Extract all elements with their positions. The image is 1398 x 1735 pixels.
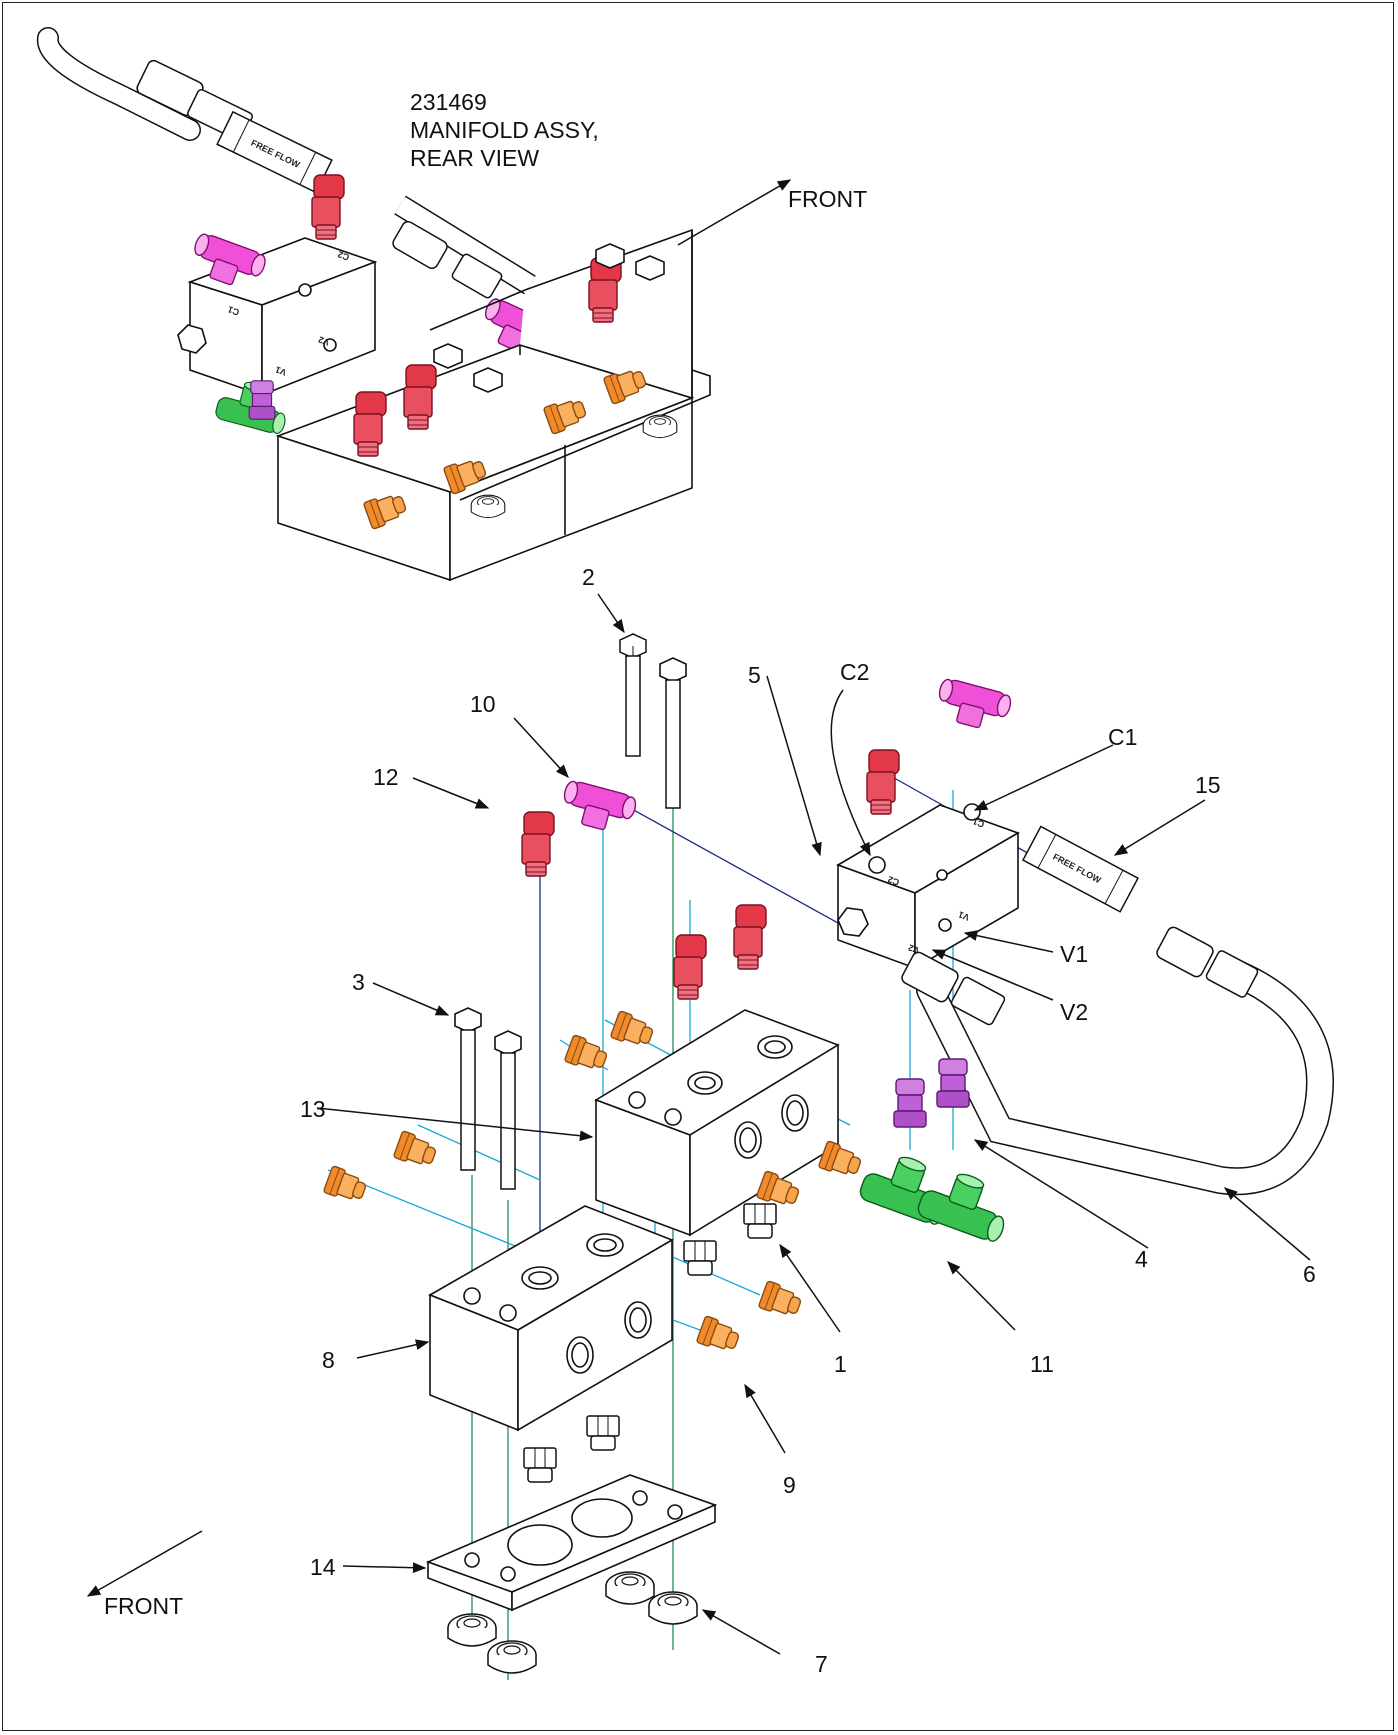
assembly-title-line2: MANIFOLD ASSY, [410, 117, 599, 143]
callout-8: 8 [322, 1347, 335, 1373]
bolt-long-1 [619, 633, 647, 757]
port-label-v1: V1 [1060, 941, 1088, 967]
valve-block-8 [428, 1205, 674, 1432]
block5-c2-marking: C2 [886, 874, 900, 887]
callout-15: 15 [1195, 772, 1221, 798]
flange-nut [447, 1613, 497, 1647]
callout-6: 6 [1303, 1261, 1316, 1287]
rear-main-blocks [275, 228, 711, 582]
port-label-c2: C2 [840, 659, 869, 685]
rear-c2-marking: C2 [336, 249, 350, 262]
block5-c1-marking: C1 [971, 816, 985, 829]
rear-elbow-fitting [311, 174, 345, 240]
front-arrow-bottom [86, 1530, 203, 1597]
assembly-title-line3: REAR VIEW [410, 145, 539, 171]
plug-1a [743, 1203, 777, 1239]
front-arrow-top [677, 179, 792, 246]
valve-block-5: C1 C2 V1 V2 [836, 803, 1020, 970]
callout-3: 3 [352, 969, 365, 995]
callout-7: 7 [815, 1651, 828, 1677]
front-label-bottom: FRONT [104, 1593, 183, 1619]
rear-valve-block: C1 C2 V2 V1 [177, 237, 378, 397]
rear-v1-marking: V1 [274, 364, 288, 377]
callout-1: 1 [834, 1351, 847, 1377]
tee-fitting-10 [557, 778, 639, 838]
callout-12: 12 [373, 764, 399, 790]
callout-14: 14 [310, 1554, 336, 1580]
port-label-v2: V2 [1060, 999, 1088, 1025]
callout-9: 9 [783, 1472, 796, 1498]
callout-4: 4 [1135, 1246, 1148, 1272]
rear-v2-marking: V2 [317, 334, 331, 347]
block5-v1-marking: V1 [957, 909, 971, 922]
callout-2: 2 [582, 564, 595, 590]
assembly-part-number: 231469 [410, 89, 487, 115]
mounting-plate-14 [425, 1474, 718, 1612]
adapter-fitting [322, 1164, 370, 1206]
rear-c1-marking: C1 [226, 304, 240, 317]
check-valve-15: FREE FLOW [1021, 825, 1139, 913]
callout-13: 13 [300, 1096, 326, 1122]
callout-5: 5 [748, 662, 761, 688]
callout-11: 11 [1030, 1351, 1054, 1377]
reducer-fitting-4 [893, 1078, 927, 1128]
callout-10: 10 [470, 691, 496, 717]
valve-block-13 [594, 1009, 840, 1237]
port-label-c1: C1 [1108, 724, 1137, 750]
front-label-top: FRONT [788, 186, 867, 212]
elbow-fitting-12 [521, 811, 555, 877]
rear-view-assembly: FREE FLOW C1 C2 V2 V1 [36, 27, 711, 582]
